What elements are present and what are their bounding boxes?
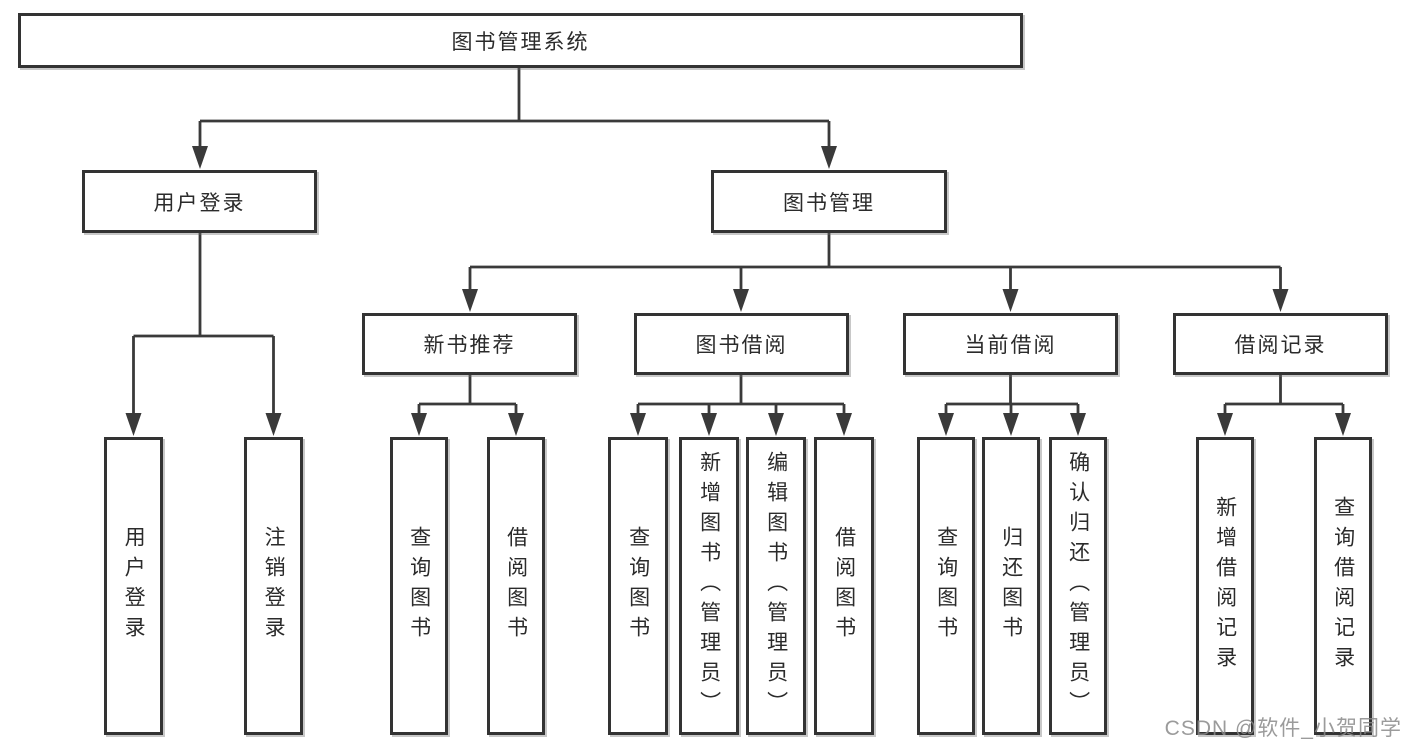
node-current-borrowing-label: 当前借阅 [964, 334, 1057, 357]
leaf-borrow-books-1-label: 借阅图书 [504, 526, 528, 646]
arrowheads-new-book-children [411, 413, 524, 436]
leaf-return-books: 归还图书 [982, 437, 1040, 735]
node-user-login-label: 用户登录 [153, 191, 246, 215]
node-book-borrowing: 图书借阅 [634, 313, 849, 375]
leaf-query-books-3: 查询图书 [917, 437, 975, 735]
csdn-watermark: CSDN @软件_小贺同学 [1164, 717, 1402, 740]
arrowheads-borrow-records-children [1217, 413, 1351, 436]
arrowheads-book-borrow-children [630, 413, 852, 436]
leaf-query-books-3-label: 查询图书 [934, 526, 958, 646]
arrowheads-book-management-children [462, 289, 1289, 312]
connector-root-to-level2 [198, 68, 831, 162]
leaf-query-books-2: 查询图书 [608, 437, 668, 735]
node-root: 图书管理系统 [18, 13, 1023, 68]
leaf-query-books-2-label: 查询图书 [626, 526, 650, 646]
connector-user-login-children [132, 233, 275, 430]
arrowheads-current-borrow-children [938, 413, 1086, 436]
node-borrowing-records-label: 借阅记录 [1234, 334, 1327, 357]
leaf-add-books-admin-label: 新增图书（管理员） [697, 451, 721, 721]
leaf-add-books-admin: 新增图书（管理员） [679, 437, 739, 735]
leaf-user-login: 用户登录 [104, 437, 163, 735]
leaf-logout: 注销登录 [244, 437, 303, 735]
leaf-edit-books-admin: 编辑图书（管理员） [746, 437, 806, 735]
node-current-borrowing: 当前借阅 [903, 313, 1118, 375]
connector-book-borrow-children [636, 375, 846, 430]
node-user-login: 用户登录 [82, 170, 317, 233]
leaf-query-borrow-record: 查询借阅记录 [1314, 437, 1372, 735]
node-root-label: 图书管理系统 [451, 30, 590, 54]
connector-new-book-children [417, 375, 518, 430]
leaf-borrow-books-2: 借阅图书 [814, 437, 874, 735]
leaf-add-borrow-record: 新增借阅记录 [1196, 437, 1254, 735]
leaf-query-books-1: 查询图书 [390, 437, 448, 735]
leaf-confirm-return-admin-label: 确认归还（管理员） [1066, 451, 1090, 721]
leaf-borrow-books-1: 借阅图书 [487, 437, 545, 735]
node-book-management: 图书管理 [711, 170, 947, 233]
node-new-book-recommend-label: 新书推荐 [423, 334, 516, 357]
leaf-edit-books-admin-label: 编辑图书（管理员） [764, 451, 788, 721]
leaf-confirm-return-admin: 确认归还（管理员） [1049, 437, 1107, 735]
node-book-management-label: 图书管理 [783, 191, 875, 215]
connector-borrow-records-children [1223, 375, 1345, 430]
leaf-add-borrow-record-label: 新增借阅记录 [1213, 496, 1237, 676]
node-book-borrowing-label: 图书借阅 [695, 334, 788, 357]
leaf-borrow-books-2-label: 借阅图书 [832, 526, 856, 646]
leaf-logout-label: 注销登录 [262, 526, 286, 646]
node-new-book-recommend: 新书推荐 [362, 313, 577, 375]
connector-book-management-children [468, 233, 1282, 306]
leaf-return-books-label: 归还图书 [999, 526, 1023, 646]
arrowheads-root-to-level2 [192, 146, 837, 169]
leaf-query-books-1-label: 查询图书 [407, 526, 431, 646]
arrowheads-user-login-children [125, 413, 282, 436]
node-borrowing-records: 借阅记录 [1173, 313, 1388, 375]
leaf-query-borrow-record-label: 查询借阅记录 [1331, 496, 1355, 676]
leaf-user-login-label: 用户登录 [122, 526, 146, 646]
